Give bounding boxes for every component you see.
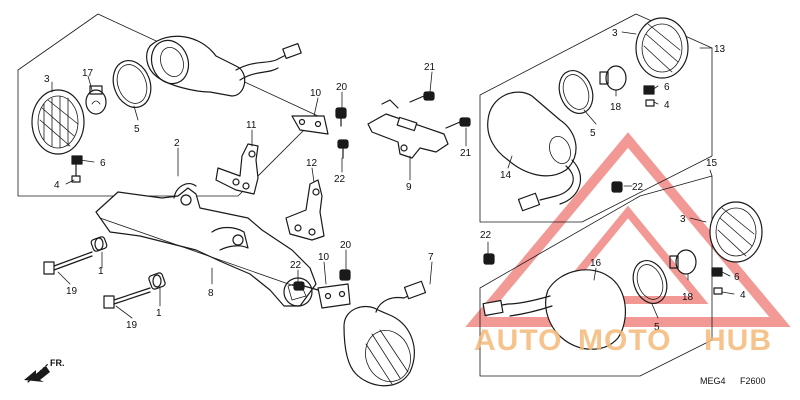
watermark-wordmark: AUTO MOTO HUB	[474, 324, 772, 357]
callout-14: 14	[500, 170, 512, 181]
bulb-right-upper-18	[599, 65, 627, 91]
callout-13: 13	[714, 44, 726, 55]
leader-lines	[51, 31, 735, 319]
housing-left-upper	[146, 35, 302, 97]
callout-19: 19	[66, 286, 78, 297]
callout-1: 1	[98, 266, 104, 277]
callout-16: 16	[590, 258, 602, 269]
callout-labels: 3 17 5 2 6 4 1 1 8 19 19 11 12 10 20 22 …	[44, 28, 746, 333]
gasket-left-upper	[112, 60, 152, 108]
bolt-item-21-lower	[445, 117, 471, 129]
collar-lower	[148, 272, 166, 290]
callout-5: 5	[654, 322, 660, 333]
bolt-right-mid-22	[611, 181, 623, 193]
nut-lower-item-20	[339, 269, 351, 281]
callout-17: 17	[82, 68, 94, 79]
bulb-item-17	[85, 85, 107, 115]
gasket-right-lower-5	[632, 260, 668, 304]
lens-right-lower	[709, 201, 763, 263]
callout-6: 6	[100, 158, 106, 169]
diagram-ref: F2600	[740, 376, 766, 386]
group-frames	[17, 13, 713, 377]
bolt-right-lower-22	[483, 253, 495, 265]
stay-item-9	[367, 99, 449, 159]
callout-7: 7	[428, 252, 434, 263]
housing-right-upper-14	[487, 91, 582, 212]
callout-21: 21	[460, 148, 472, 159]
diagram-code: MEG4	[700, 376, 726, 386]
watermark-word-moto: MOTO	[578, 324, 671, 357]
callout-9: 9	[406, 182, 412, 193]
callout-18: 18	[610, 102, 622, 113]
plate-lower-item-10	[317, 283, 351, 309]
callout-21: 21	[424, 62, 436, 73]
callout-12: 12	[306, 158, 318, 169]
front-direction-arrow: FR.	[24, 358, 65, 383]
watermark-word-auto: AUTO	[474, 324, 562, 357]
frame-item-15	[479, 175, 713, 377]
bolt-lower-19	[103, 287, 151, 309]
watermark-triangle-outer	[465, 132, 791, 327]
callout-3: 3	[612, 28, 618, 39]
callout-22: 22	[480, 230, 492, 241]
callout-10: 10	[310, 88, 322, 99]
frame-item-13	[479, 13, 713, 223]
callout-11: 11	[246, 120, 257, 131]
lens-right-upper	[635, 17, 689, 79]
nut-upper-item-20	[335, 107, 347, 127]
callout-4: 4	[664, 100, 670, 111]
callout-10: 10	[318, 252, 330, 263]
callout-8: 8	[208, 288, 214, 299]
lens-left-upper	[31, 89, 85, 155]
callout-22: 22	[632, 182, 644, 193]
bolt-upper-item-22	[337, 139, 349, 159]
callout-22: 22	[334, 174, 346, 185]
callout-4: 4	[740, 290, 746, 301]
callout-4: 4	[54, 180, 60, 191]
callout-3: 3	[680, 214, 686, 225]
watermark-word-hub: HUB	[704, 324, 772, 357]
bulb-right-lower-18	[669, 249, 697, 275]
callout-1: 1	[156, 308, 162, 319]
collar-upper	[90, 236, 108, 252]
callout-22: 22	[290, 260, 302, 271]
plate-upper-item-10	[291, 115, 329, 135]
bolt-item-21-upper	[409, 91, 435, 103]
bolt-upper-19	[43, 251, 93, 275]
winker-lower-left	[343, 280, 427, 387]
front-label: FR.	[50, 358, 65, 368]
screw-right-lower	[711, 267, 723, 295]
callout-15: 15	[706, 158, 718, 169]
screw-right-upper	[643, 85, 655, 107]
callout-6: 6	[664, 82, 670, 93]
mount-bar-item-8	[95, 183, 317, 307]
watermark-triangle-inner	[547, 205, 709, 304]
gasket-right-upper-5	[558, 70, 594, 114]
bracket-item-12	[285, 179, 325, 241]
callout-19: 19	[126, 320, 138, 331]
housing-right-lower-16	[482, 269, 626, 350]
callout-20: 20	[340, 240, 352, 251]
bracket-item-11	[215, 143, 259, 195]
callout-20: 20	[336, 82, 348, 93]
callout-5: 5	[134, 124, 140, 135]
callout-3: 3	[44, 74, 50, 85]
watermark-logo	[465, 132, 791, 327]
frame-item-2	[17, 13, 319, 197]
callout-2: 2	[174, 138, 180, 149]
bolt-lower-item-22	[293, 281, 319, 291]
callout-6: 6	[734, 272, 740, 283]
callout-18: 18	[682, 292, 694, 303]
callout-5: 5	[590, 128, 596, 139]
